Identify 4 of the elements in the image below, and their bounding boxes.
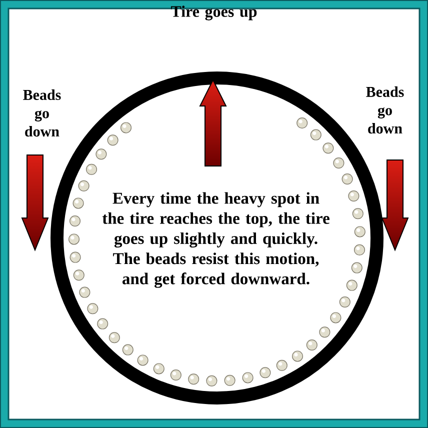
label-text: Beads go down — [23, 89, 61, 137]
label-text: Beads go down — [366, 86, 404, 134]
label-text: Tire goes up — [170, 6, 257, 20]
label-text: Every time the heavy spot in the tire reaches the top, the tire goes up slightly and quickly. The beads resist this motion, and get forced downward. — [102, 192, 330, 288]
